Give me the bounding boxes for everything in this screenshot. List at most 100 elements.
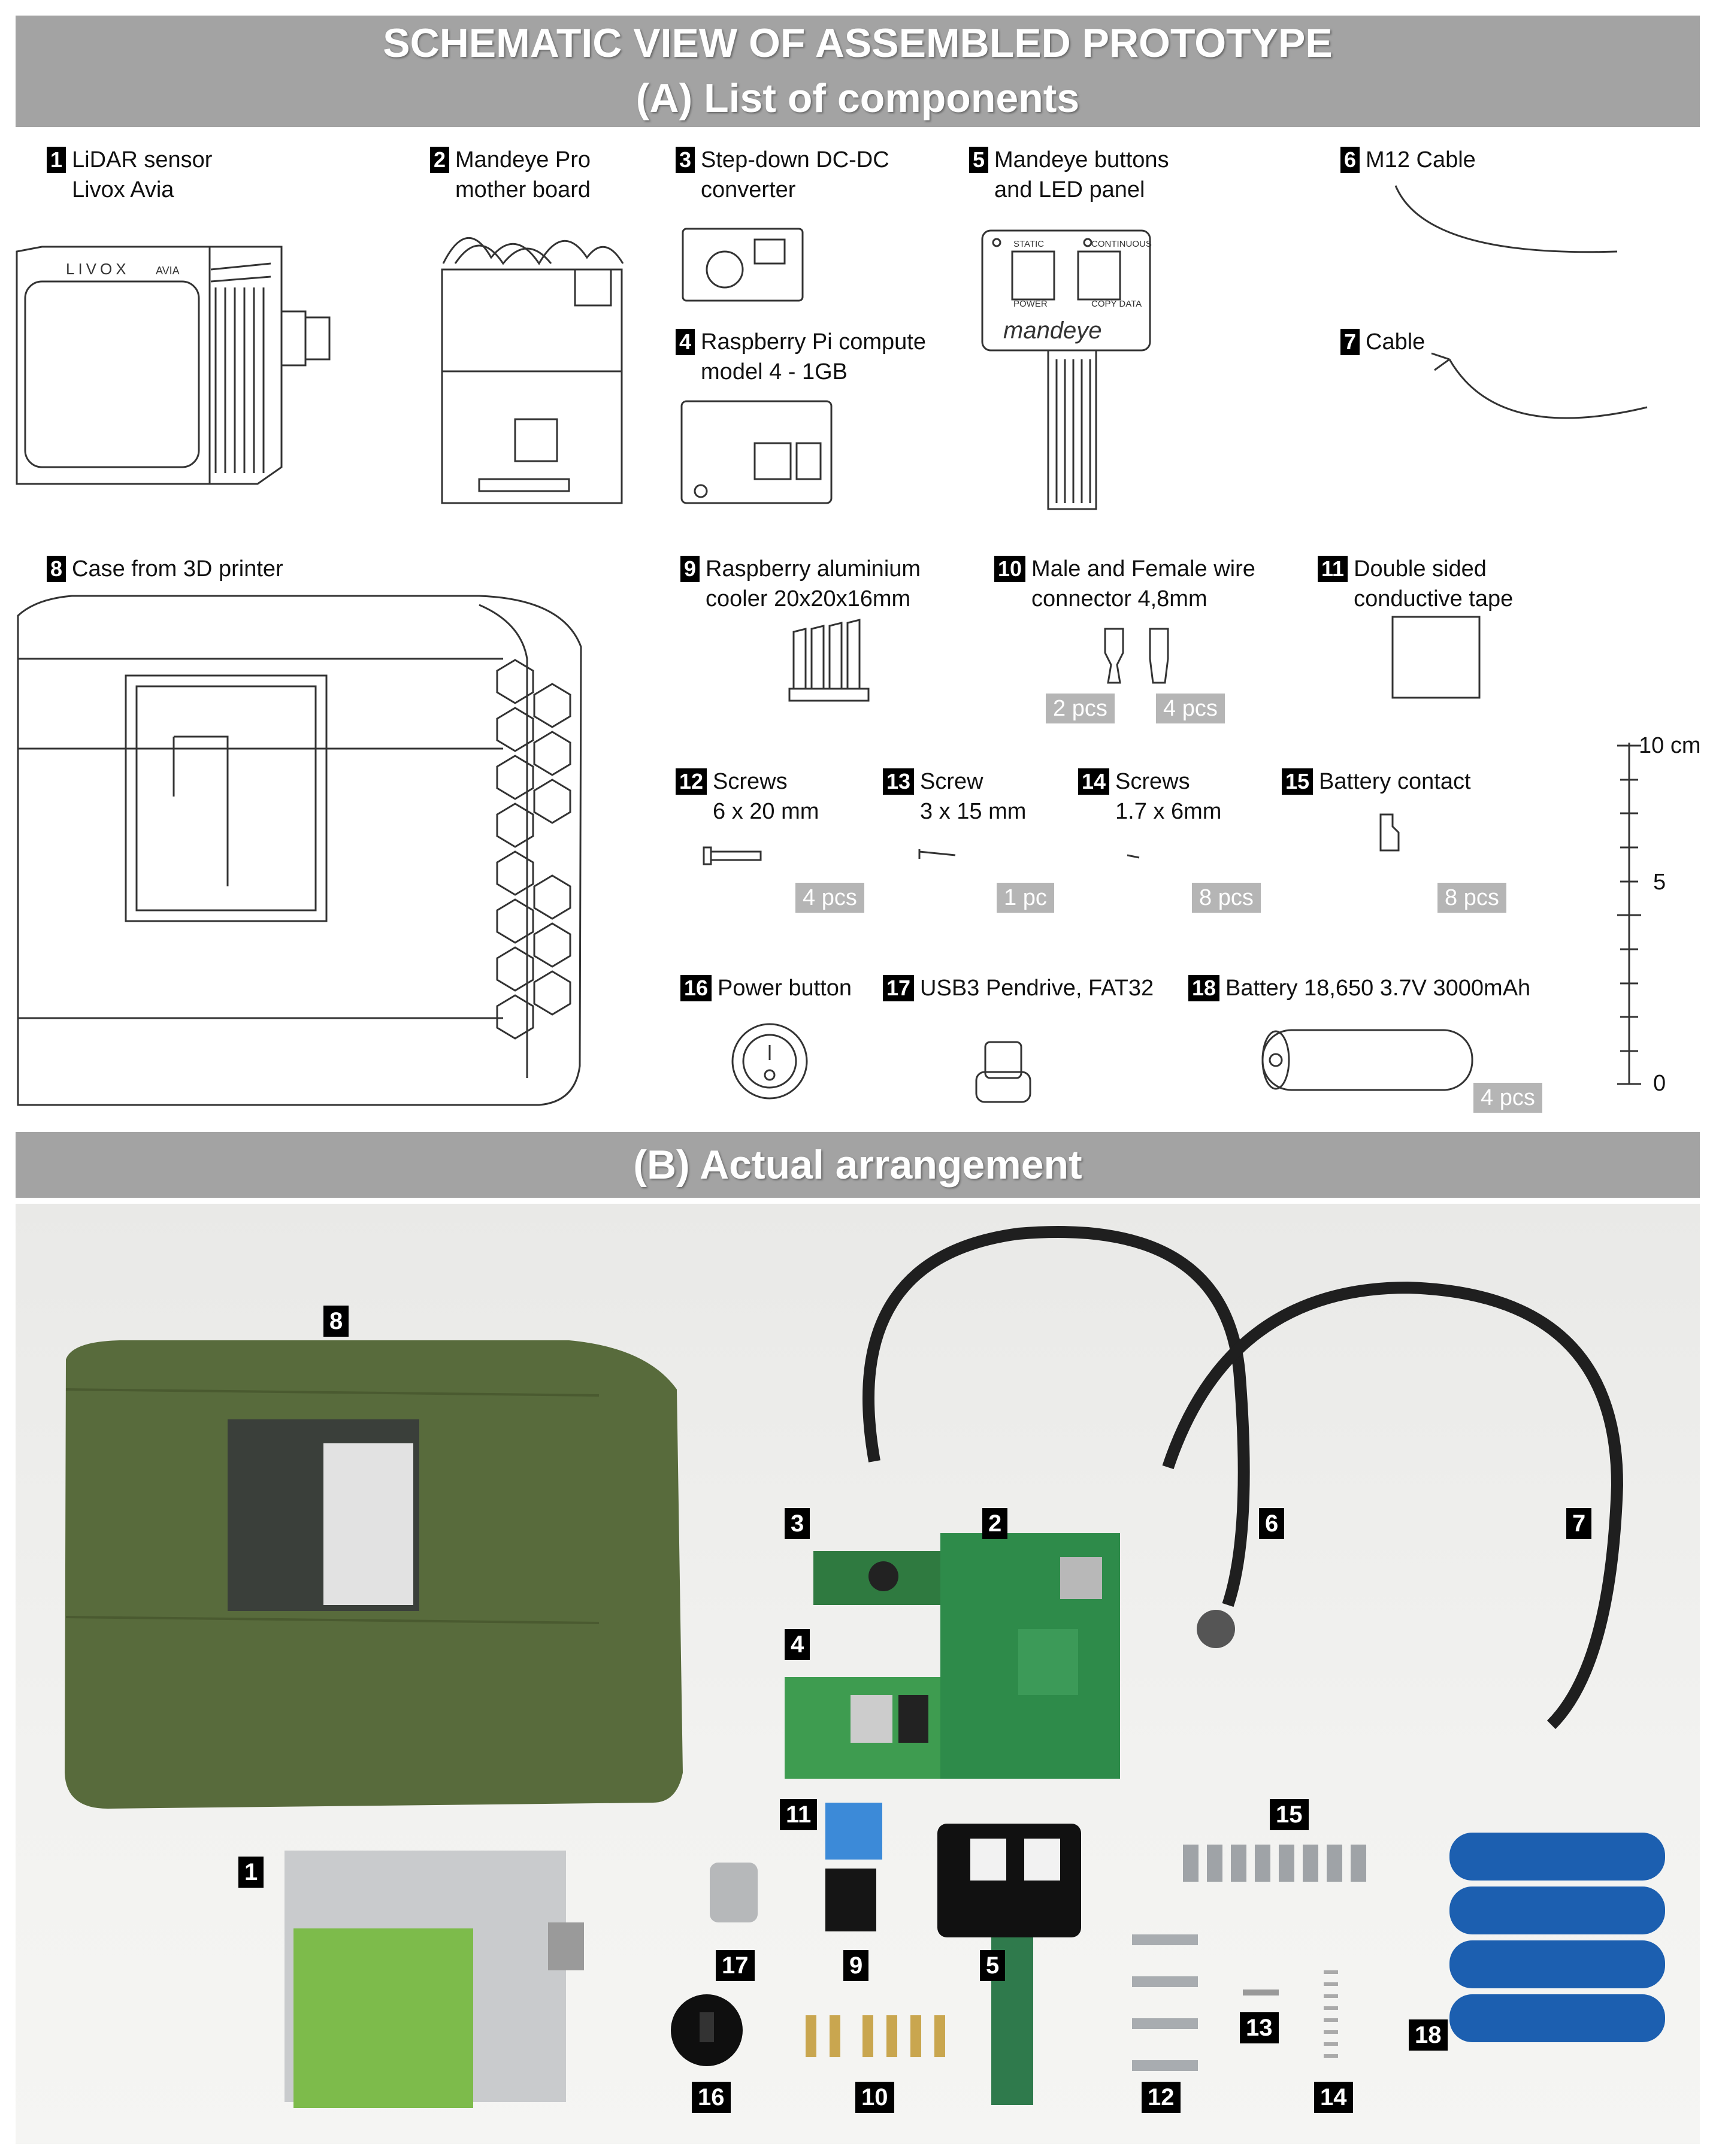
cooler-drawing: [788, 619, 870, 702]
scale-0: 0: [1653, 1071, 1666, 1096]
photo-label-5: 5: [980, 1950, 1006, 1981]
screw-13-drawing: [918, 849, 956, 859]
battery-contacts-photo: [1183, 1845, 1366, 1882]
badge-14: 14: [1078, 768, 1110, 795]
section-b-banner: (B) Actual arrangement: [16, 1132, 1700, 1198]
batteries-photo: [1449, 1833, 1665, 2042]
tape-drawing: [1391, 616, 1481, 699]
battery-drawing: [1261, 1029, 1473, 1091]
lidar-drawing: [16, 246, 331, 485]
livox-text: LIVOX: [66, 260, 130, 278]
photo-label-4: 4: [785, 1629, 810, 1660]
photo-label-9: 9: [843, 1950, 869, 1981]
qty-screws-14: 8 pcs: [1192, 883, 1261, 913]
m12-cable-photo: [862, 1226, 1250, 1607]
photo-label-10: 10: [855, 2082, 894, 2113]
photo-label-15: 15: [1270, 1799, 1309, 1830]
badge-17: 17: [883, 975, 915, 1001]
badge-1: 1: [47, 147, 66, 173]
badge-15: 15: [1282, 768, 1314, 795]
photo-label-13: 13: [1240, 2012, 1279, 2043]
qty-connector-male: 2 pcs: [1046, 694, 1115, 723]
connectors-drawing: [1104, 628, 1169, 684]
badge-18: 18: [1188, 975, 1220, 1001]
continuous-text: CONTINUOUS: [1091, 239, 1152, 249]
badge-16: 16: [680, 975, 712, 1001]
converter-drawing: [682, 228, 804, 302]
photo-label-12: 12: [1142, 2082, 1181, 2113]
photo-label-17: 17: [716, 1950, 755, 1981]
screws-14-photo: [1324, 1970, 1338, 2058]
scale-ruler: [1617, 743, 1641, 1085]
badge-8: 8: [47, 556, 66, 582]
photo-label-14: 14: [1314, 2082, 1353, 2113]
figure-title: SCHEMATIC VIEW OF ASSEMBLED PROTOTYPE: [383, 20, 1333, 66]
section-b-title: (B) Actual arrangement: [633, 1142, 1082, 1188]
qty-screws-12: 4 pcs: [795, 883, 864, 913]
cable-7-photo: [1162, 1281, 1624, 1730]
section-a-banner: SCHEMATIC VIEW OF ASSEMBLED PROTOTYPE (A…: [16, 16, 1700, 127]
panel-photo: [937, 1824, 1081, 2105]
cm4-drawing: [680, 400, 833, 504]
cooler-photo: [825, 1869, 876, 1931]
screw-12-drawing: [703, 846, 762, 865]
badge-6: 6: [1340, 147, 1360, 173]
photo-label-1: 1: [238, 1857, 264, 1888]
badge-7: 7: [1340, 329, 1360, 355]
pendrive-photo: [710, 1863, 758, 1922]
badge-4: 4: [676, 329, 695, 355]
photo-label-11: 11: [780, 1799, 818, 1830]
badge-13: 13: [883, 768, 915, 795]
case-drawing: [17, 595, 582, 1106]
photo-label-3: 3: [785, 1508, 810, 1539]
power-button-drawing: [731, 1023, 808, 1100]
mandeye-logo-text: mandeye: [1003, 317, 1102, 344]
lidar-photo: [285, 1851, 584, 2108]
photo-label-6: 6: [1259, 1508, 1285, 1539]
qty-screw-13: 1 pc: [997, 883, 1054, 913]
scale-5: 5: [1653, 870, 1666, 895]
case-hex-pattern: [496, 659, 571, 1040]
pendrive-drawing: [975, 1041, 1031, 1103]
power-text: POWER: [1013, 299, 1048, 309]
scale-10cm: 10 cm: [1639, 733, 1701, 758]
qty-connector-female: 4 pcs: [1156, 694, 1225, 723]
badge-9: 9: [680, 556, 700, 582]
case-photo: [65, 1340, 683, 1809]
connectors-photo: [806, 2015, 945, 2057]
qty-battery-contact: 8 pcs: [1437, 883, 1506, 913]
battery-contact-drawing: [1379, 813, 1400, 852]
cable-drawing: [1448, 359, 1648, 419]
tape-photo: [825, 1803, 882, 1860]
static-text: STATIC: [1013, 239, 1044, 249]
screw-13-photo: [1243, 1990, 1279, 1995]
qty-battery: 4 pcs: [1473, 1083, 1542, 1113]
badge-12: 12: [676, 768, 707, 795]
screws-12-photo: [1132, 1934, 1198, 2071]
photo-label-8: 8: [323, 1306, 349, 1337]
badge-2: 2: [430, 147, 450, 173]
section-a-title: (A) List of components: [635, 75, 1080, 121]
photo-label-18: 18: [1409, 2019, 1448, 2051]
photo-label-16: 16: [692, 2082, 731, 2113]
screw-14-drawing: [1127, 854, 1140, 859]
